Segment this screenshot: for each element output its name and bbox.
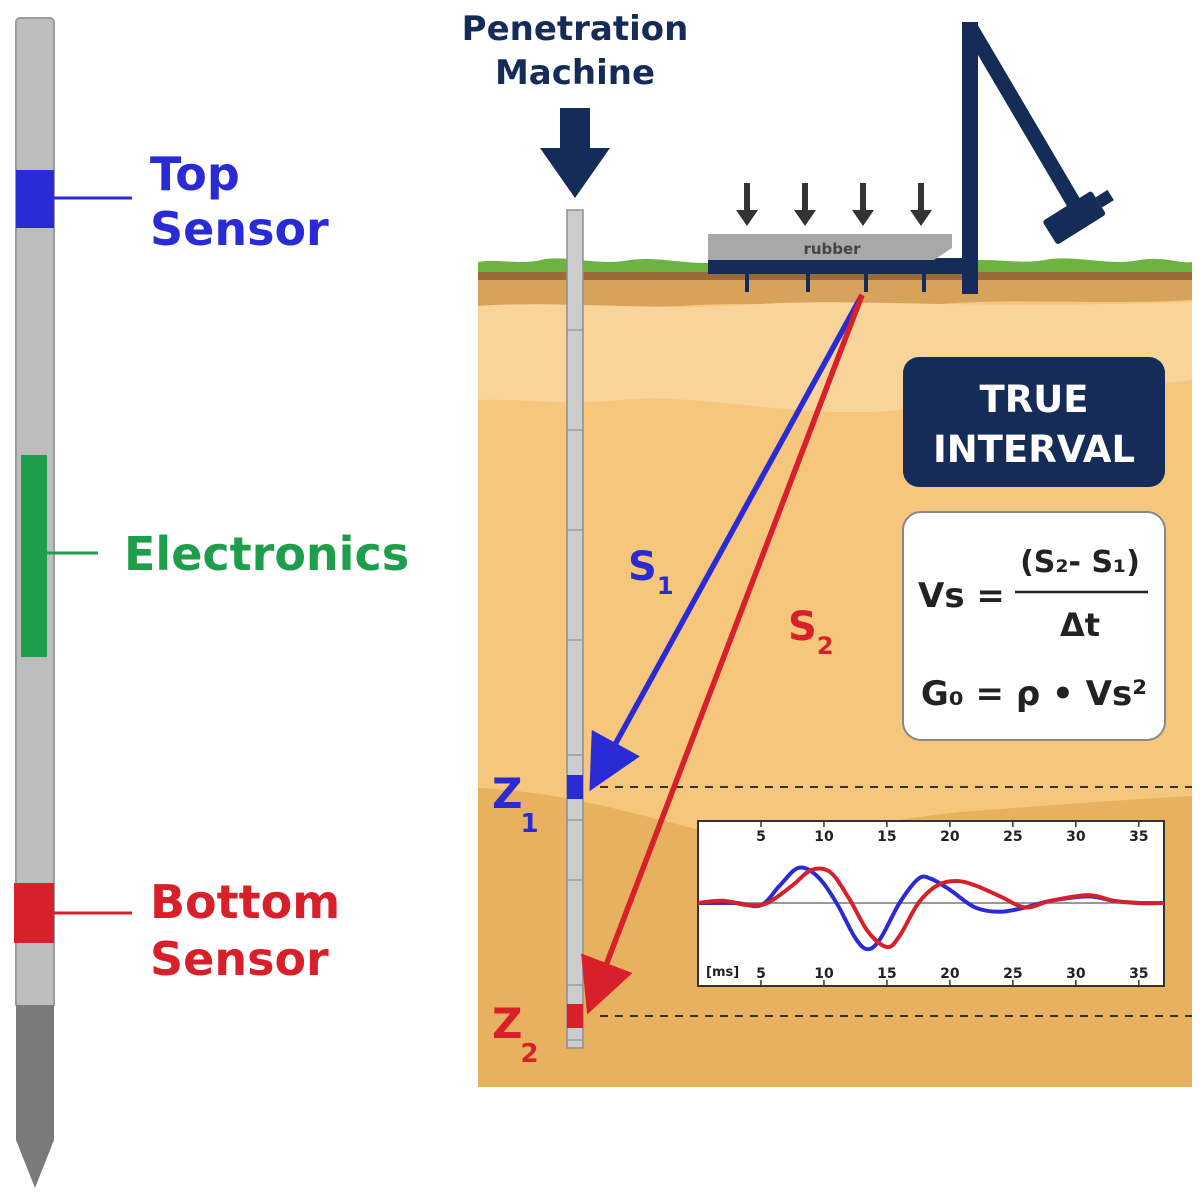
machine-label-line2: Machine	[495, 53, 655, 93]
s1-label: S1	[628, 544, 674, 600]
true-interval-line2: INTERVAL	[933, 428, 1135, 471]
vs-lhs: Vs =	[918, 576, 1005, 616]
cone-rod	[566, 209, 584, 1049]
soil-top-band	[478, 272, 1192, 308]
beam-spikes	[745, 272, 926, 292]
load-arrows	[736, 183, 932, 226]
top-tick-label-10: 10	[814, 829, 834, 845]
z1-label-sub: 1	[520, 809, 538, 839]
machine-label-line1: Penetration	[462, 9, 689, 49]
top-tick-label-15: 15	[877, 829, 896, 845]
bottom-tick-label-5: 5	[756, 966, 766, 982]
hammer-head	[1043, 189, 1114, 244]
probe-detail: Top Sensor Electronics Bottom Sensor	[14, 17, 409, 1188]
bottom-sensor-label-line1: Bottom	[150, 875, 340, 929]
s1-label-sub: 1	[657, 572, 674, 600]
formula-box	[902, 511, 1166, 741]
bottom-tick-label-20: 20	[940, 966, 960, 982]
bottom-tick-label-35: 35	[1129, 966, 1148, 982]
s1-wave-arrow	[589, 293, 865, 792]
z2-label-sub: 2	[520, 1039, 538, 1069]
bottom-tick-label-25: 25	[1003, 966, 1022, 982]
machine-push-arrow	[540, 108, 610, 198]
vs-denominator: Δt	[1060, 606, 1100, 644]
s2-label: S2	[788, 604, 834, 660]
rod-segment-marks	[567, 329, 583, 1041]
bottom-tick-label-30: 30	[1066, 966, 1086, 982]
top-tick-label-35: 35	[1129, 829, 1148, 845]
bottom-sensor-label-line2: Sensor	[150, 932, 329, 986]
ground-line	[478, 272, 1192, 280]
top-sensor-block	[16, 170, 54, 228]
g0-formula: G₀ = ρ • Vs²	[921, 674, 1147, 714]
source-post	[962, 22, 978, 294]
source-beam	[708, 258, 966, 274]
bottom-tick-label-10: 10	[814, 966, 834, 982]
z2-sensor-marker	[567, 1004, 583, 1028]
s2-wave-arrow	[581, 294, 865, 1015]
probe-tip	[16, 1005, 54, 1188]
electronics-label: Electronics	[124, 527, 409, 581]
top-tick-label-25: 25	[1003, 829, 1022, 845]
top-tick-label-20: 20	[940, 829, 960, 845]
seismogram-series-2	[697, 866, 1165, 950]
hammer-arm	[964, 22, 1083, 213]
z1-sensor-marker	[567, 775, 583, 799]
rubber-pad	[708, 234, 952, 260]
true-interval-badge	[903, 357, 1165, 487]
top-tick-label-5: 5	[756, 829, 766, 845]
seismogram-chart: 5 5 10 10 15 15 20 20 25 25 30 30 35 35 [ms]	[697, 820, 1165, 987]
top-tick-label-30: 30	[1066, 829, 1086, 845]
bottom-tick-label-15: 15	[877, 966, 896, 982]
top-sensor-label-line2: Sensor	[150, 202, 329, 256]
true-interval-line1: TRUE	[979, 378, 1088, 421]
vs-numerator: (S₂- S₁)	[1020, 545, 1140, 580]
chart-x-unit: [ms]	[706, 965, 739, 980]
s2-label-sub: 2	[817, 632, 834, 660]
seismic-source: rubber	[708, 22, 1114, 294]
bottom-sensor-block	[14, 883, 54, 943]
soil-scene: Penetration Machine rubber	[462, 9, 1192, 1087]
grass-strip	[478, 258, 1192, 276]
top-sensor-label-line1: Top	[150, 147, 240, 201]
electronics-block	[21, 455, 47, 657]
rubber-label: rubber	[803, 240, 861, 258]
